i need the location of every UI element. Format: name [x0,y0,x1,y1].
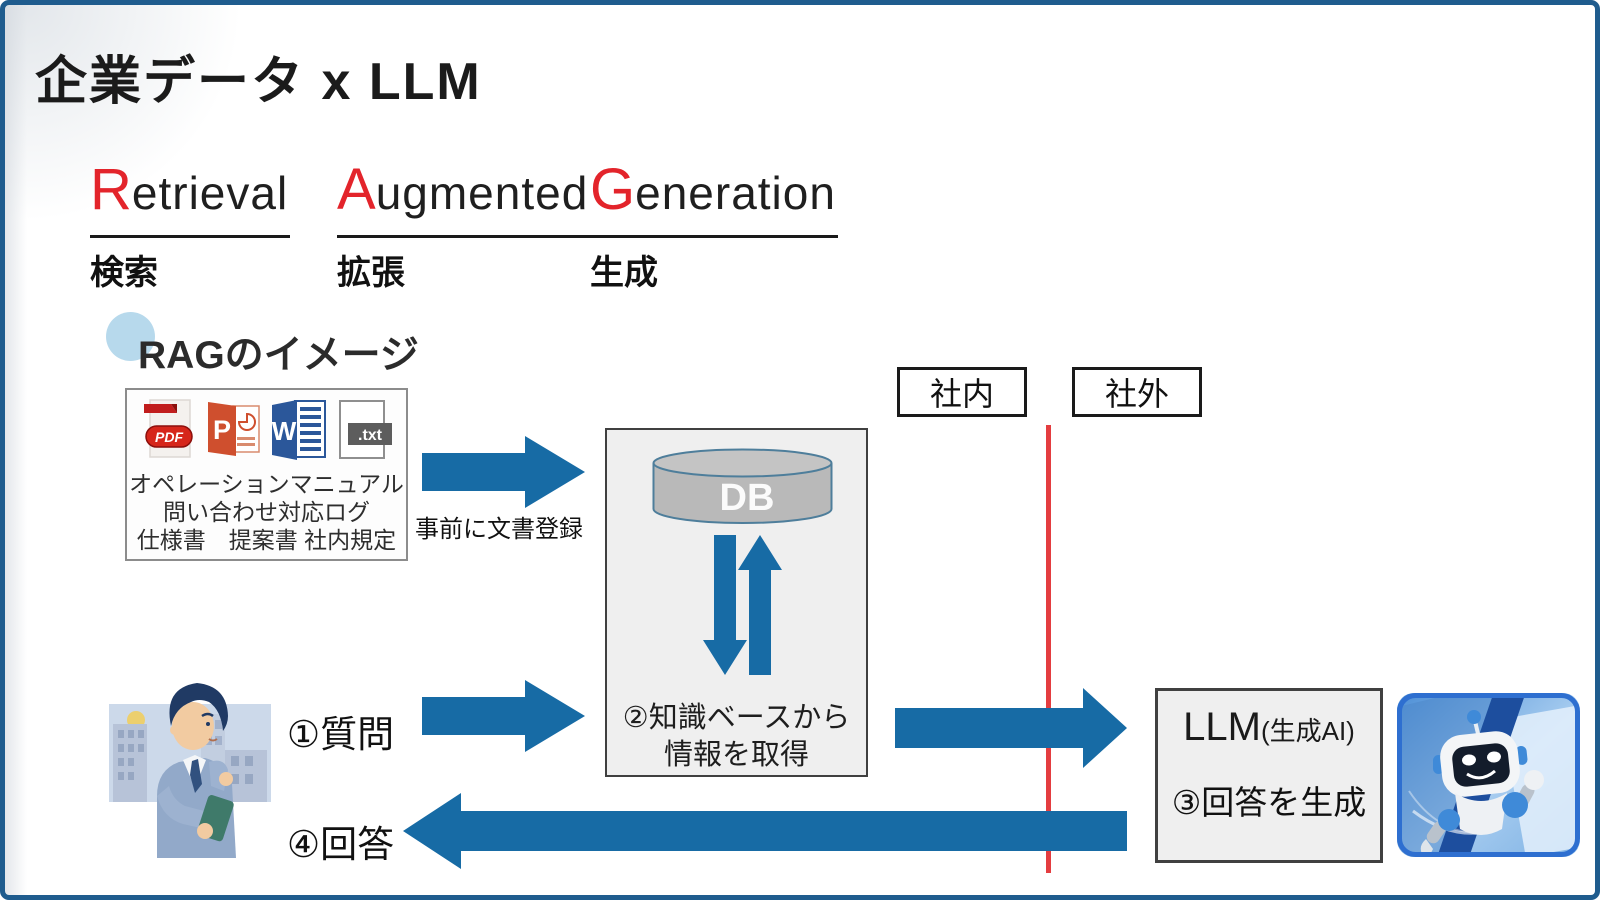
rag-jp-label: 生成 [590,254,658,292]
rag-initial: G [590,157,636,222]
question-label: ①質問 [287,714,395,755]
txt-icon: .txt [336,399,392,461]
documents-box: PDF P [125,388,408,561]
db-caption-line2: 情報を取得 [663,739,809,771]
db-box: DB ②知識ベースから 情報を取得 [605,428,868,777]
word-icon: W [271,399,327,461]
page-title: 企業データ x LLM [35,53,482,111]
doc-line-1: オペレーションマニュアル [129,471,404,497]
database-cylinder-icon: DB [652,448,833,524]
word-letter: W [272,416,297,446]
rag-jp-label: 検索 [90,254,158,292]
doc-line-2: 問い合わせ対応ログ [163,499,370,525]
rag-word-retrieval: Retrieval 検索 [90,161,291,294]
db-to-llm-arrow [895,688,1127,773]
db-up-arrow [738,535,782,675]
rag-initial: R [90,157,132,222]
answer-label: ④回答 [287,824,395,865]
rag-rest: etrieval [131,167,289,219]
llm-name: LLM [1183,705,1261,749]
llm-caption: ③回答を生成 [1171,784,1367,821]
businessman-illustration [109,683,271,858]
llm-name-note: (生成AI) [1260,716,1355,746]
rag-initial: A [337,157,376,222]
db-label: DB [720,477,775,519]
llm-title: LLM(生成AI) [1158,705,1380,750]
rag-rest: eneration [635,167,836,219]
register-label: 事前に文書登録 [415,516,583,543]
ai-robot-illustration [1397,693,1580,857]
rag-image-heading: RAGのイメージ [138,334,419,377]
rag-word-generation: Generation 生成 [590,161,838,294]
doc-line-3: 仕様書 提案書 社内規定 [136,527,397,553]
question-arrow [422,680,585,757]
rag-rest: ugmented [375,167,589,219]
pdf-icon: PDF [141,399,197,461]
db-caption-line1: ②知識ベースから [622,702,851,734]
document-icons: PDF P [127,399,406,461]
llm-box: LLM(生成AI) ③回答を生成 [1155,688,1383,863]
txt-badge-label: .txt [358,427,383,444]
powerpoint-icon: P [206,399,262,461]
ppt-letter: P [213,415,231,445]
rag-jp-label: 拡張 [337,254,405,292]
answer-return-arrow [403,793,1127,874]
decorative-circle [106,312,155,361]
rag-word-augmented: Augmented 拡張 [337,161,591,294]
db-down-arrow [703,535,747,675]
zone-divider-line [1046,425,1051,873]
register-arrow [422,436,585,513]
zone-internal-box: 社内 [897,367,1027,417]
zone-external-box: 社外 [1072,367,1202,417]
pdf-badge-label: PDF [155,429,183,445]
